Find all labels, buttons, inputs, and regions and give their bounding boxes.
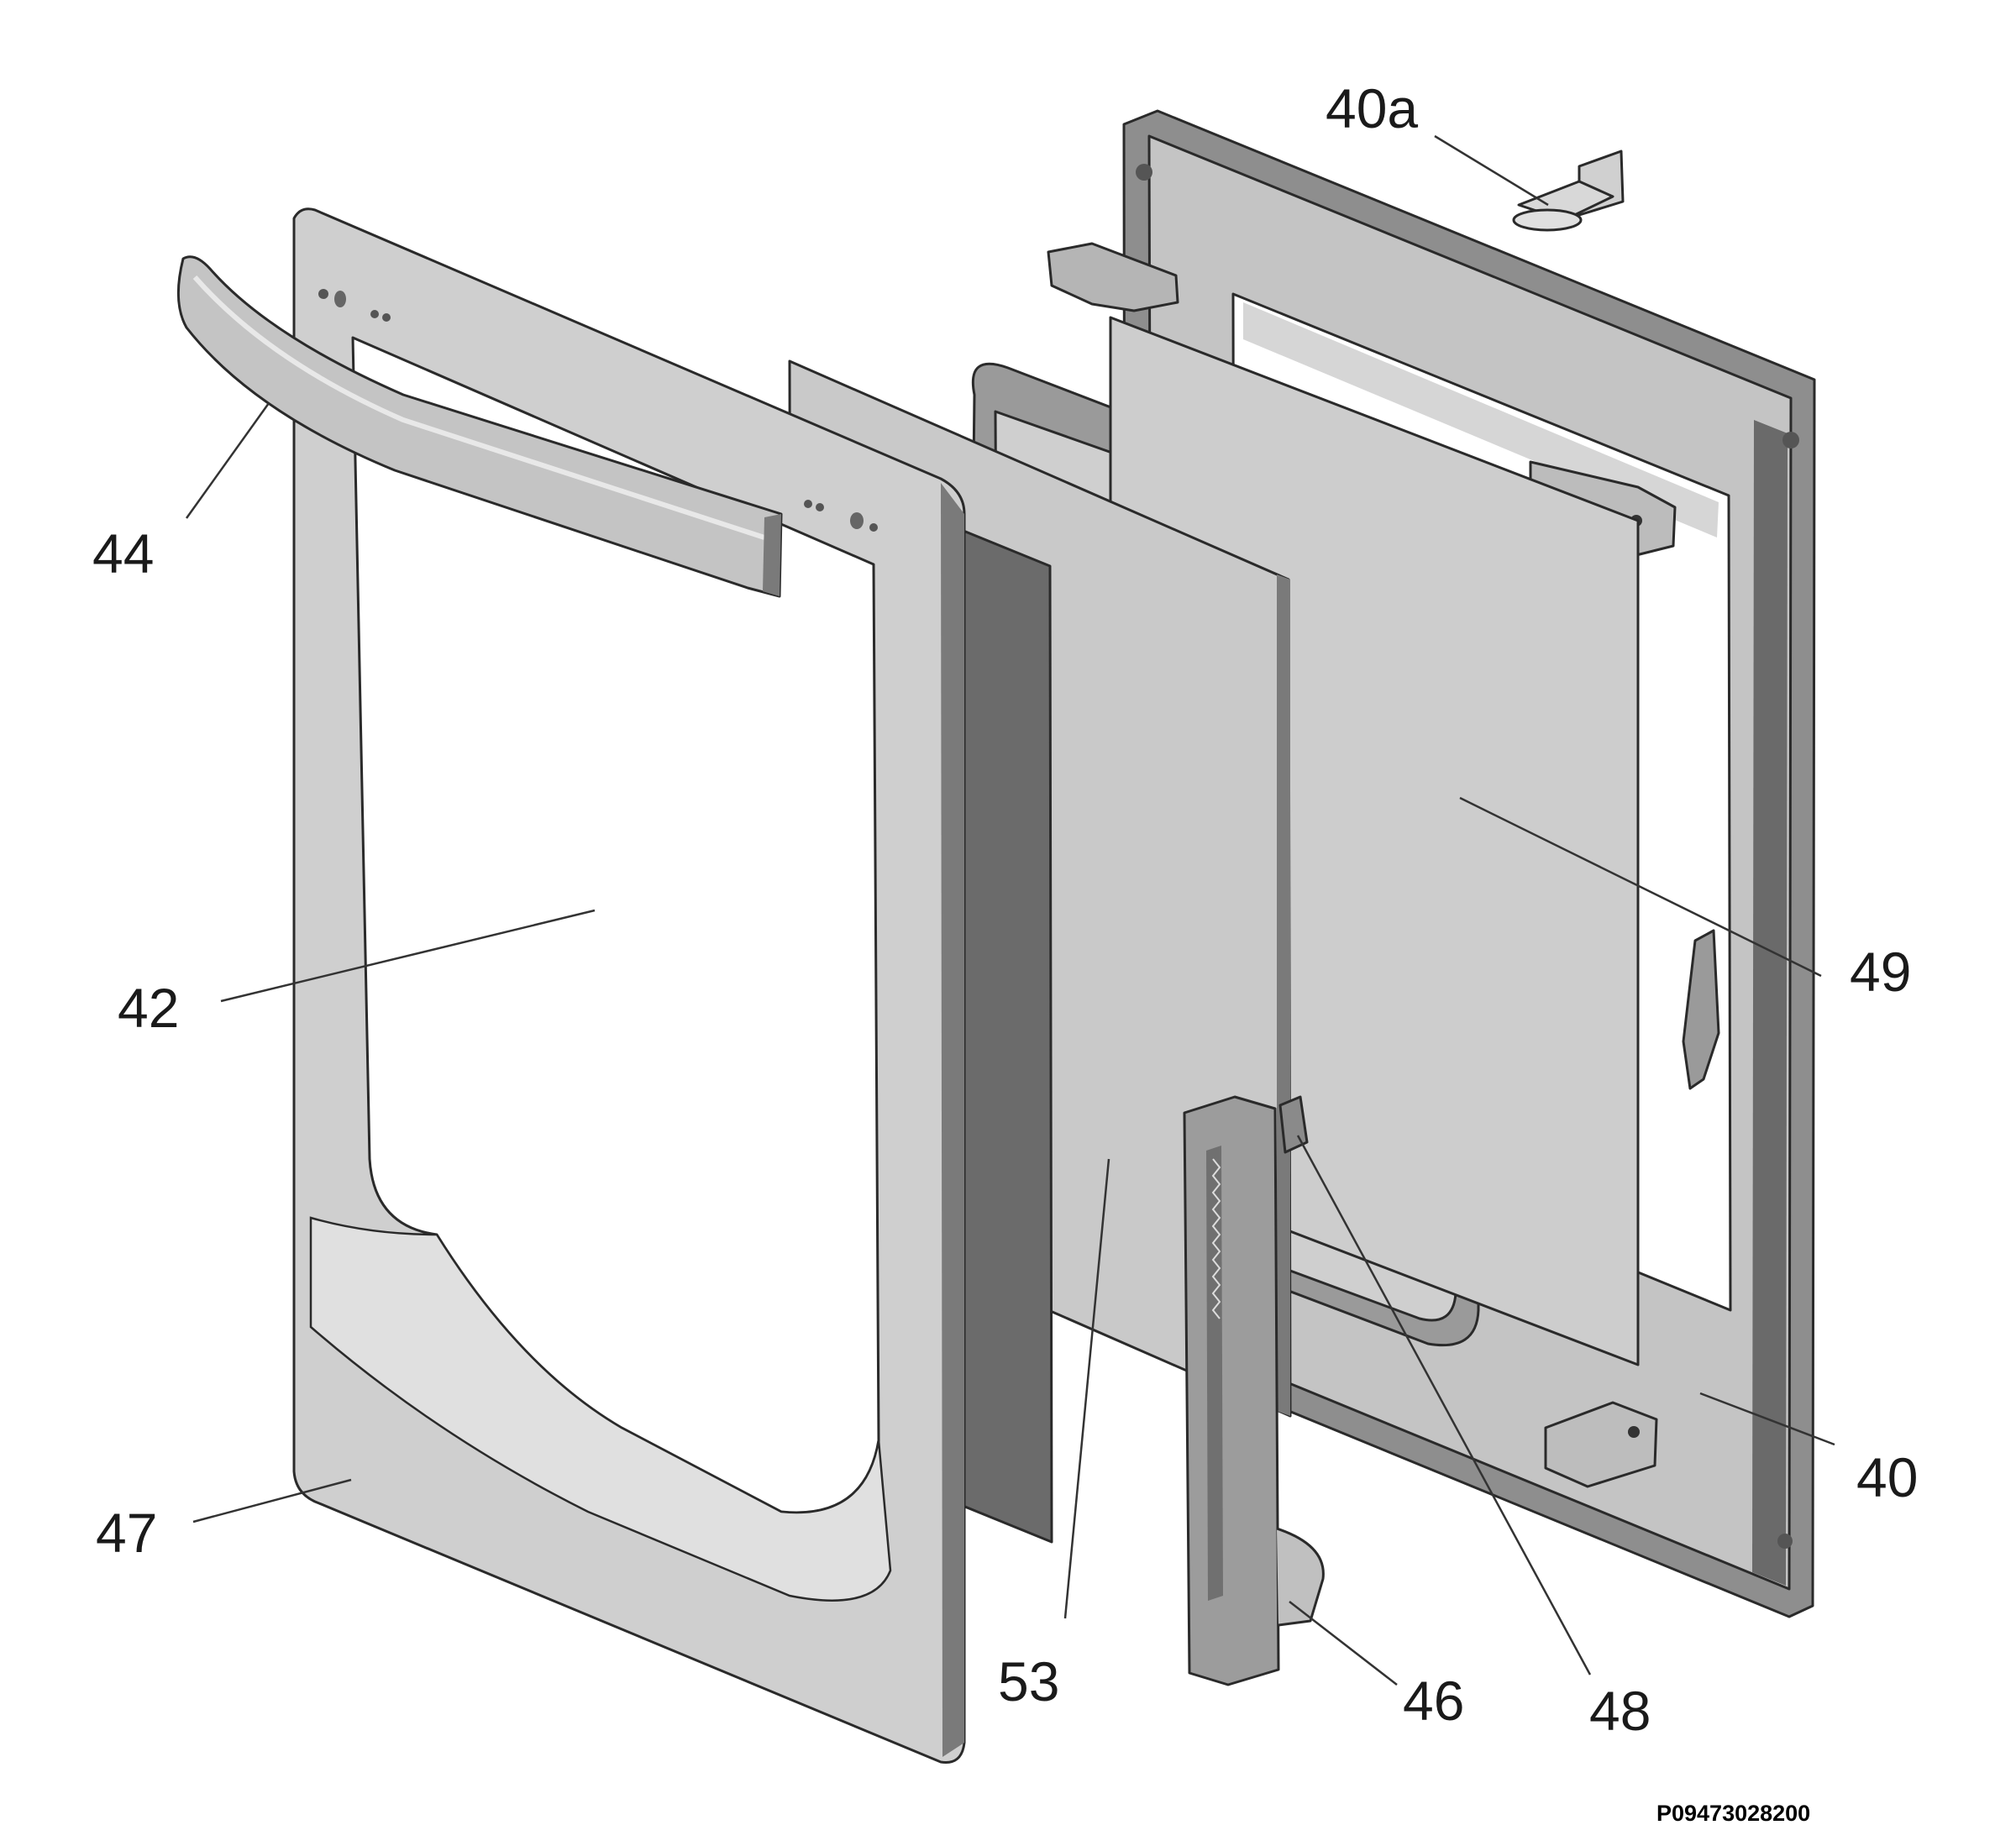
- callout-48: 48: [1589, 1680, 1651, 1742]
- callout-40: 40: [1856, 1446, 1918, 1508]
- callout-47: 47: [96, 1502, 157, 1564]
- callout-46: 46: [1403, 1670, 1464, 1732]
- part-47-front-door-frame: [292, 207, 966, 1765]
- callout-49: 49: [1850, 941, 1911, 1003]
- document-code: P09473028200: [1656, 1801, 1810, 1826]
- leader-lines: [185, 134, 1835, 1686]
- part-44-door-handle: [176, 255, 783, 598]
- callout-42: 42: [118, 977, 179, 1039]
- callout-40a: 40a: [1326, 77, 1418, 139]
- callout-labels: 40a 44 42 49 53 47 40 46 48 P09473028200: [92, 77, 1918, 1826]
- callout-44: 44: [92, 522, 154, 585]
- part-46-hinge-channel: [1183, 1095, 1325, 1686]
- part-40a-hinge-plate: [1512, 149, 1625, 232]
- callout-53: 53: [998, 1650, 1059, 1712]
